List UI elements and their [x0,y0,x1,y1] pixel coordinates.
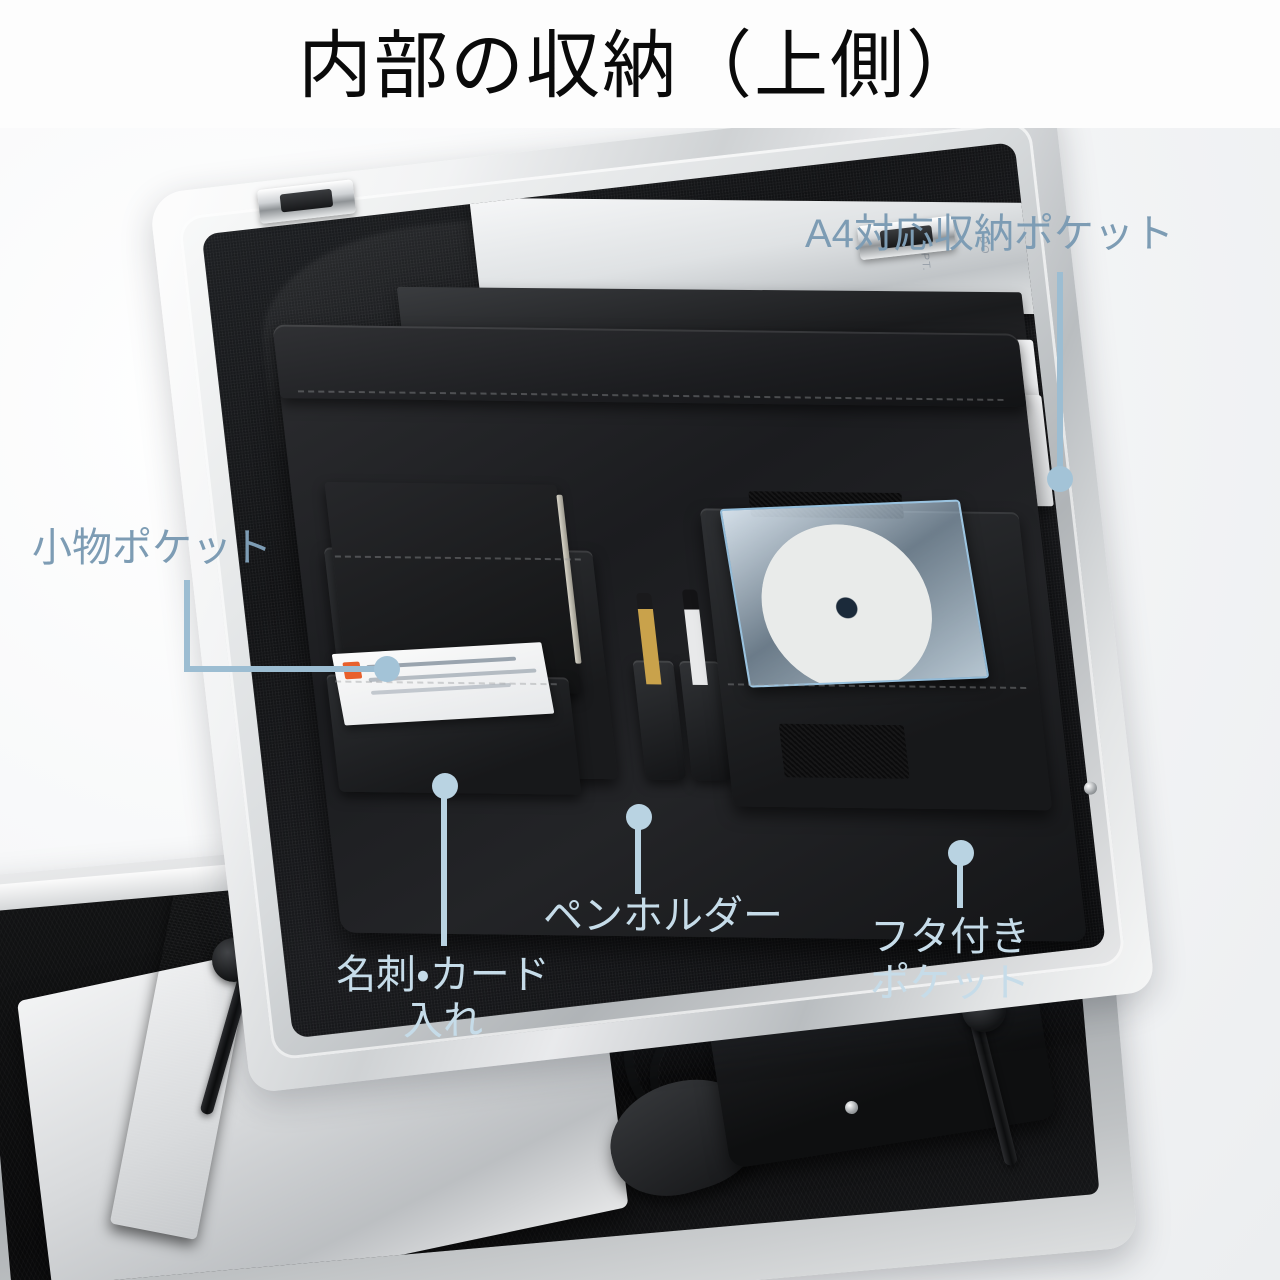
lid-interior: NO. DEPT. DO [201,142,1106,1039]
leader-line-small-goods-vertical [184,580,190,672]
leader-line-pen-holder [635,816,641,894]
case-lid: NO. DEPT. DO [148,128,1156,1094]
leader-line-card-holder [441,786,447,946]
flap-pocket [699,491,1053,811]
flap-velcro-bottom [778,723,910,779]
product-photo: NO. DEPT. DO [0,128,1280,1280]
leader-dot-a4-pocket [1047,466,1073,492]
cd-disc [748,521,945,688]
leader-dot-small-goods-pocket [374,656,400,682]
page-title: 内部の収納（上側） [298,26,982,108]
leader-line-a4-pocket [1057,272,1063,480]
leader-line-flap-pocket [957,852,963,908]
cd-jewel-case [719,499,990,688]
leader-line-small-goods-horizontal [184,666,388,672]
